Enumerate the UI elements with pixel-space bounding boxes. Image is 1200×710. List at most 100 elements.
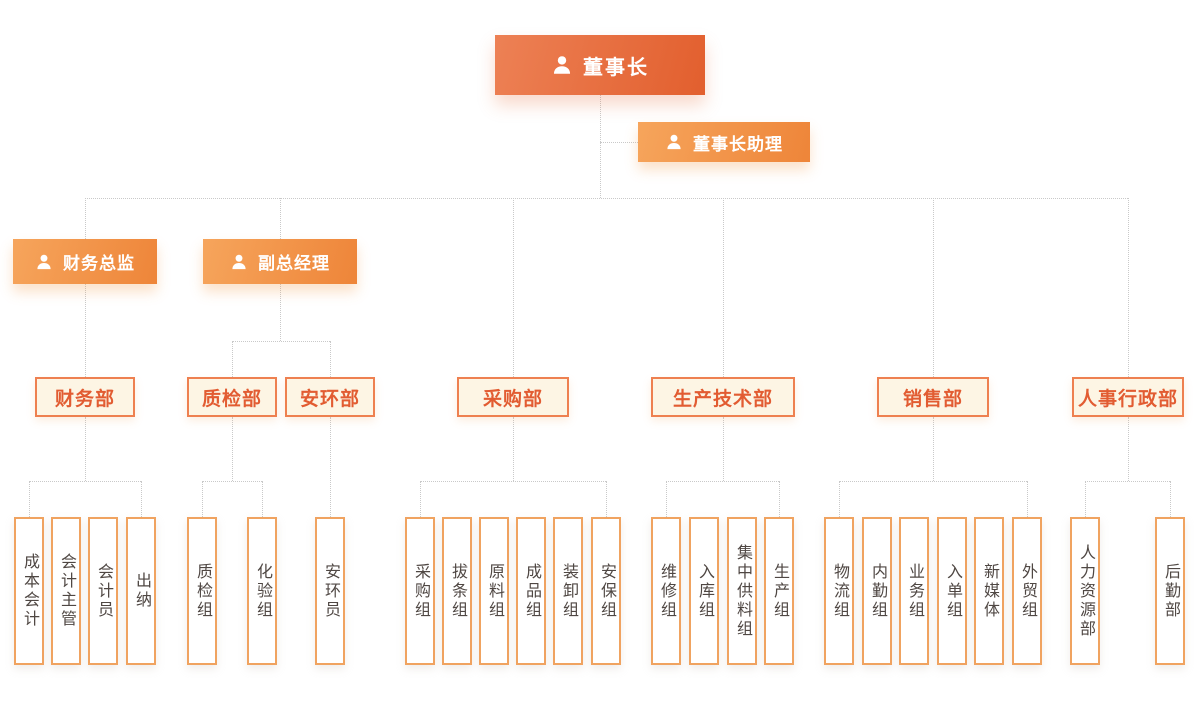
- org-node-team-central-feeding: 集中供料组: [727, 517, 757, 665]
- connector-line: [330, 341, 331, 377]
- org-node-dept-sales: 销售部: [877, 377, 989, 417]
- connector-line: [779, 481, 780, 517]
- org-node-team-internal-affairs: 内勤组: [862, 517, 892, 665]
- org-node-label: 成本会计: [21, 553, 38, 629]
- person-icon: [230, 253, 248, 271]
- org-node-team-cost-accounting: 成本会计: [14, 517, 44, 665]
- org-node-team-business: 业务组: [899, 517, 929, 665]
- org-node-dept-quality: 质检部: [187, 377, 277, 417]
- connector-line: [141, 481, 142, 517]
- org-node-label: 副总经理: [258, 254, 330, 273]
- org-node-team-loading: 装卸组: [553, 517, 583, 665]
- org-node-label: 安环员: [322, 562, 339, 620]
- org-node-label: 安保组: [598, 562, 615, 620]
- org-node-team-warehousing: 入库组: [689, 517, 719, 665]
- org-node-team-new-media: 新媒体: [974, 517, 1004, 665]
- person-icon: [551, 54, 573, 76]
- connector-line: [1128, 198, 1129, 377]
- connector-line: [232, 417, 233, 481]
- org-node-label: 财务部: [54, 388, 115, 410]
- org-node-label: 财务总监: [63, 254, 135, 273]
- org-node-finance-director: 财务总监: [13, 239, 157, 284]
- connector-line: [600, 142, 638, 143]
- connector-line: [280, 284, 281, 341]
- connector-line: [1128, 417, 1129, 481]
- connector-line: [232, 341, 330, 342]
- org-node-team-human-resources: 人力资源部: [1070, 517, 1100, 665]
- connector-line: [606, 481, 607, 517]
- org-node-label: 人力资源部: [1077, 543, 1094, 639]
- org-node-team-purchasing: 采购组: [405, 517, 435, 665]
- org-node-label: 入单组: [944, 562, 961, 620]
- org-node-team-cashier: 出纳: [126, 517, 156, 665]
- org-node-label: 生产技术部: [672, 388, 773, 410]
- connector-line: [839, 481, 1027, 482]
- person-icon: [35, 253, 53, 271]
- org-node-dept-safety-env: 安环部: [285, 377, 375, 417]
- connector-line: [1170, 481, 1171, 517]
- person-icon: [665, 133, 683, 151]
- org-node-team-logistics-support: 后勤部: [1155, 517, 1185, 665]
- org-node-team-foreign-trade: 外贸组: [1012, 517, 1042, 665]
- org-node-label: 原料组: [486, 562, 503, 620]
- org-node-label: 采购组: [412, 562, 429, 620]
- org-node-label: 成品组: [523, 562, 540, 620]
- org-node-label: 会计主管: [58, 553, 75, 629]
- org-node-label: 出纳: [133, 572, 150, 610]
- connector-line: [1085, 481, 1086, 517]
- connector-line: [29, 481, 30, 517]
- connector-line: [202, 481, 262, 482]
- org-node-team-order-entry: 入单组: [937, 517, 967, 665]
- org-node-team-safety-env-officer: 安环员: [315, 517, 345, 665]
- org-node-label: 采购部: [482, 388, 543, 410]
- org-node-team-raw-material: 原料组: [479, 517, 509, 665]
- org-node-dept-purchasing: 采购部: [457, 377, 569, 417]
- org-node-dept-finance: 财务部: [35, 377, 135, 417]
- connector-line: [85, 198, 1128, 199]
- org-node-label: 董事长: [583, 56, 649, 79]
- connector-line: [723, 417, 724, 481]
- connector-line: [262, 481, 263, 517]
- connector-line: [280, 198, 281, 239]
- org-node-label: 外贸组: [1019, 562, 1036, 620]
- org-node-deputy-general-manager: 副总经理: [203, 239, 357, 284]
- org-node-label: 人事行政部: [1077, 388, 1178, 410]
- connector-line: [85, 284, 86, 377]
- connector-line: [29, 481, 141, 482]
- connector-line: [513, 417, 514, 481]
- org-node-label: 装卸组: [560, 562, 577, 620]
- connector-line: [420, 481, 421, 517]
- org-node-label: 销售部: [902, 388, 963, 410]
- org-node-dept-production: 生产技术部: [651, 377, 795, 417]
- connector-line: [839, 481, 840, 517]
- org-node-team-lab-testing: 化验组: [247, 517, 277, 665]
- connector-line: [666, 481, 779, 482]
- connector-line: [933, 417, 934, 481]
- org-node-label: 会计员: [95, 562, 112, 620]
- org-node-label: 安环部: [299, 388, 360, 410]
- org-node-label: 集中供料组: [734, 543, 751, 639]
- connector-line: [723, 198, 724, 377]
- org-node-label: 维修组: [658, 562, 675, 620]
- org-node-team-security: 安保组: [591, 517, 621, 665]
- connector-line: [600, 95, 601, 198]
- org-node-label: 拔条组: [449, 562, 466, 620]
- org-node-label: 后勤部: [1162, 562, 1179, 620]
- connector-line: [420, 481, 606, 482]
- connector-line: [1027, 481, 1028, 517]
- org-node-label: 生产组: [771, 562, 788, 620]
- connector-line: [933, 198, 934, 377]
- org-node-label: 新媒体: [981, 562, 998, 620]
- org-node-team-production: 生产组: [764, 517, 794, 665]
- org-node-label: 物流组: [831, 562, 848, 620]
- org-node-label: 内勤组: [869, 562, 886, 620]
- org-node-label: 化验组: [254, 562, 271, 620]
- connector-line: [85, 417, 86, 481]
- org-node-chairman-assistant: 董事长助理: [638, 122, 810, 162]
- connector-line: [666, 481, 667, 517]
- connector-line: [202, 481, 203, 517]
- org-node-label: 入库组: [696, 562, 713, 620]
- org-node-team-accountant: 会计员: [88, 517, 118, 665]
- org-node-label: 质检部: [201, 388, 262, 410]
